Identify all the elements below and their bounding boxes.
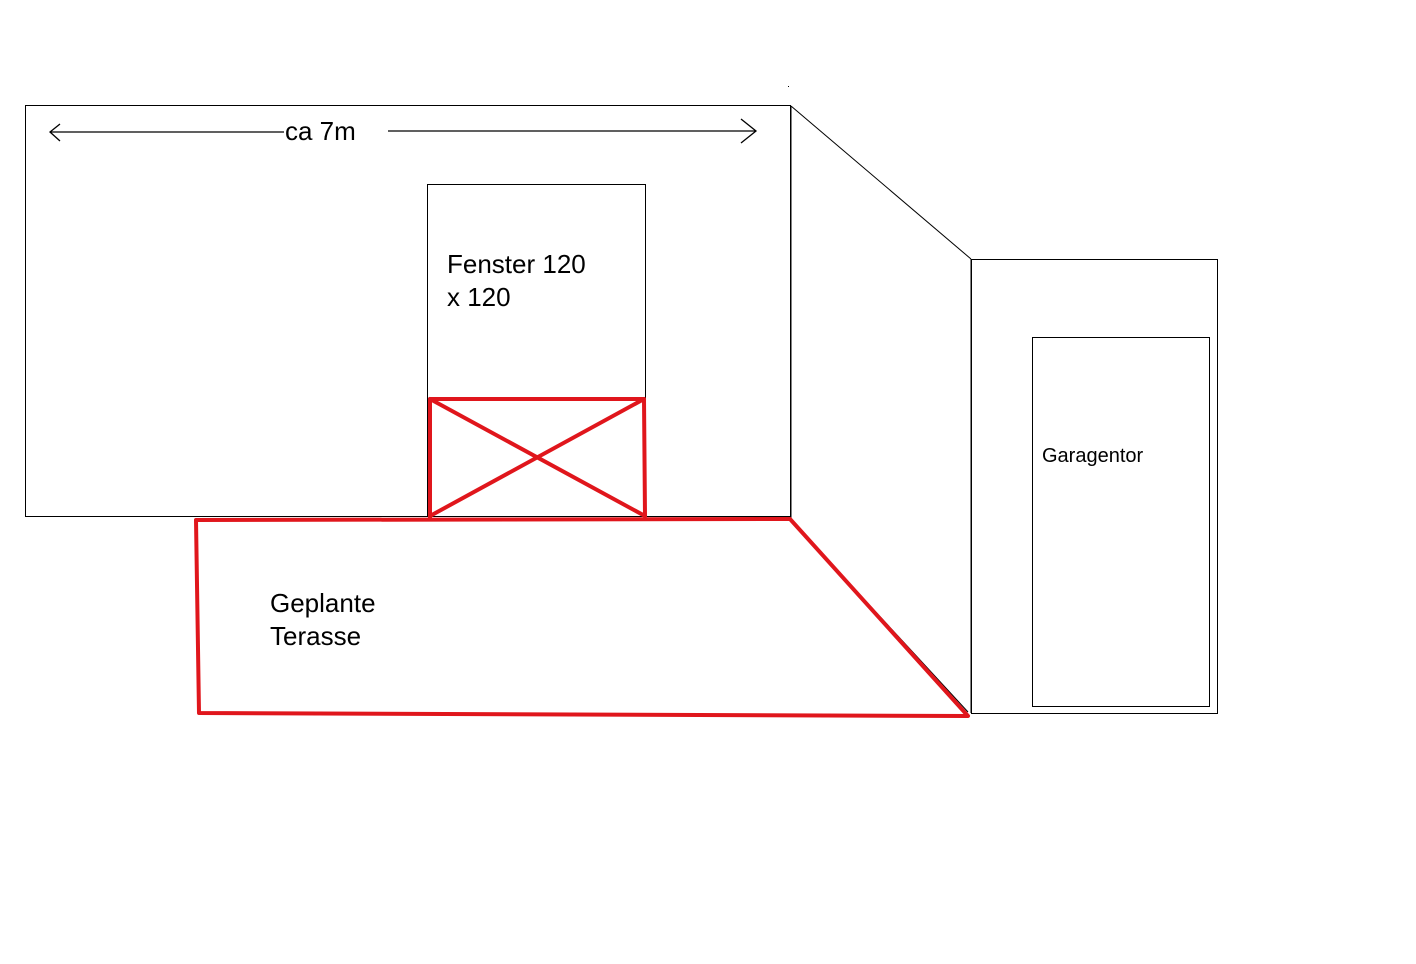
arrowhead-left bbox=[48, 123, 61, 142]
garage-door-label: Garagentor bbox=[1042, 445, 1144, 467]
terrace-label-line2: Terasse bbox=[270, 621, 361, 651]
garage-door bbox=[1032, 337, 1210, 707]
terrace-label-line1: Geplante bbox=[270, 588, 376, 618]
stray-dot bbox=[788, 86, 789, 87]
planned-opening bbox=[428, 397, 647, 520]
side-wall-top-edge bbox=[790, 105, 972, 260]
window-label-line2: x 120 bbox=[447, 282, 511, 312]
window-frame bbox=[427, 184, 646, 517]
dimension-arrow bbox=[48, 118, 758, 144]
garage-wall bbox=[971, 259, 1218, 714]
window-label-line1: Fenster 120 bbox=[447, 249, 586, 279]
planned-terrace bbox=[194, 517, 970, 718]
planned-opening-cross-b bbox=[428, 397, 646, 518]
arrowhead-right bbox=[740, 118, 758, 144]
planned-opening-frame bbox=[428, 397, 647, 520]
dimension-label: ca 7m bbox=[285, 116, 356, 146]
